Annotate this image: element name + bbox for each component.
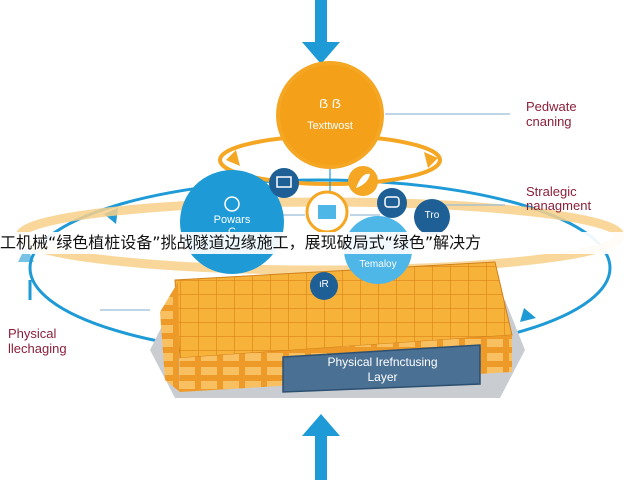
headline-overlay: 工机械“绿色植桩设备”挑战隧道边缘施工，展现破局式“绿色”解决方	[0, 232, 640, 254]
gear-icon	[224, 196, 240, 212]
top-circle-icon: ẞ ẞ	[319, 96, 341, 111]
top-circle-label: Texttwost	[307, 120, 353, 132]
small-bottom-label: ιR	[319, 279, 329, 290]
label-top-right-2: cnaning	[526, 114, 572, 129]
base-label-1: Physical Irefnctusing	[327, 355, 438, 369]
label-left-2: llechaging	[8, 341, 67, 356]
label-left-1: Physical	[8, 326, 57, 341]
top-arrow	[302, 0, 340, 64]
chat-icon	[377, 188, 407, 218]
label-top-right-1: Pedwate	[526, 99, 577, 114]
label-mid-right-1: Stralegic	[526, 184, 577, 199]
right-circle-label: Temaloy	[359, 259, 397, 270]
base-label-2: Layer	[367, 370, 398, 384]
small-icons	[224, 166, 450, 300]
left-circle-label-1: Powars	[213, 214, 251, 226]
label-mid-right-2: nanagment	[526, 198, 592, 213]
small-right-label: Tro	[424, 210, 440, 221]
base-platform	[150, 261, 525, 398]
bottom-arrow	[302, 414, 340, 480]
monitor-icon	[269, 168, 299, 198]
